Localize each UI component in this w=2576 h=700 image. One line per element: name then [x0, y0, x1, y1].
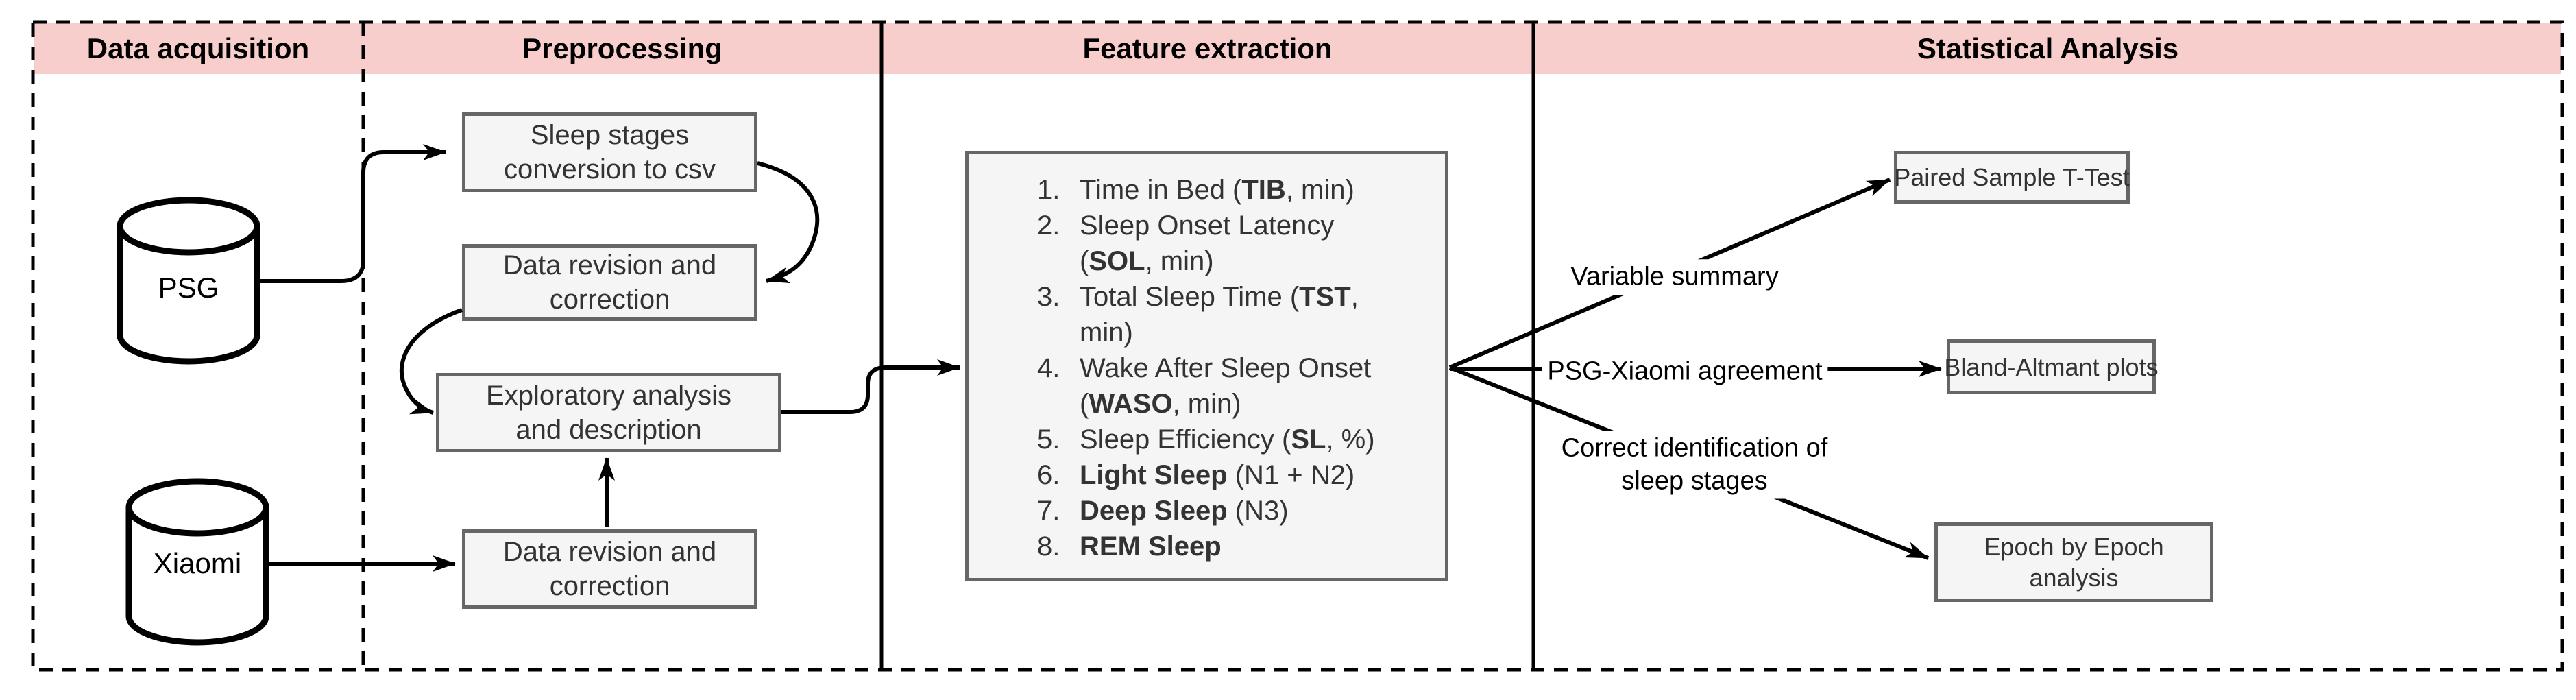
column-header-label: Data acquisition: [86, 32, 310, 64]
feature-list-item: 6.Light Sleep (N1 + N2): [1037, 460, 1355, 490]
box-data-revision-top: Data revision and correction: [462, 244, 757, 321]
feature-list-item: 2.Sleep Onset Latency (SOL, min): [1037, 210, 1335, 276]
arrow-exploratory-to-features: [781, 359, 960, 414]
column-header-label: Statistical Analysis: [1917, 32, 2179, 64]
box-paired-sample-t-test: Paired Sample T-Test: [1894, 151, 2130, 204]
box-label: Data revision and correction: [502, 250, 717, 315]
feature-list-item: 4.Wake After Sleep Onset (WASO, min): [1037, 353, 1372, 419]
column-header-label: Feature extraction: [1082, 32, 1333, 64]
feature-list-item: 1.Time in Bed (TIB, min): [1037, 175, 1354, 205]
feature-list-item: 8.REM Sleep: [1037, 531, 1222, 562]
xiaomi-database-label: Xiaomi: [153, 547, 242, 579]
arrow-conversion-to-revision: [757, 161, 820, 284]
psg-database-label: PSG: [158, 271, 219, 304]
edge-label-variable-summary: Variable summary: [1565, 259, 1784, 295]
box-bland-altmant-plots: Bland-Altmant plots: [1944, 339, 2159, 394]
edge-label-correct-identification: Correct identification of sleep stages: [1552, 431, 1837, 499]
box-label: Bland-Altmant plots: [1944, 352, 2159, 381]
edge-label-psg-xiaomi-agreement: PSG-Xiaomi agreement: [1542, 354, 1828, 389]
box-exploratory-analysis: Exploratory analysis and description: [436, 373, 781, 452]
feature-list-item: 3.Total Sleep Time (TST, min): [1037, 282, 1359, 348]
column-header-data-acquisition: Data acquisition: [33, 23, 363, 74]
column-header-label: Preprocessing: [522, 32, 722, 64]
box-label: Data revision and correction: [502, 537, 717, 601]
box-label: Paired Sample T-Test: [1894, 163, 2130, 191]
column-header-feature-extraction: Feature extraction: [882, 23, 1533, 74]
arrow-psg-to-conversion: [257, 144, 446, 283]
box-epoch-by-epoch: Epoch by Epoch analysis: [1934, 522, 2213, 602]
box-label: Epoch by Epoch analysis: [1984, 533, 2164, 592]
column-header-statistical-analysis: Statistical Analysis: [1533, 23, 2562, 74]
box-sleep-stages-conversion: Sleep stages conversion to csv: [462, 112, 757, 192]
box-feature-list: 1.Time in Bed (TIB, min) 2.Sleep Onset La…: [965, 151, 1448, 581]
feature-list-item: 7.Deep Sleep (N3): [1037, 496, 1289, 526]
box-data-revision-bottom: Data revision and correction: [462, 529, 757, 609]
box-label: Exploratory analysis and description: [486, 381, 731, 445]
column-header-preprocessing: Preprocessing: [363, 23, 882, 74]
box-label: Sleep stages conversion to csv: [503, 120, 716, 184]
feature-list: 1.Time in Bed (TIB, min) 2.Sleep Onset La…: [969, 172, 1407, 564]
feature-list-item: 5.Sleep Efficiency (SL, %): [1037, 424, 1375, 455]
